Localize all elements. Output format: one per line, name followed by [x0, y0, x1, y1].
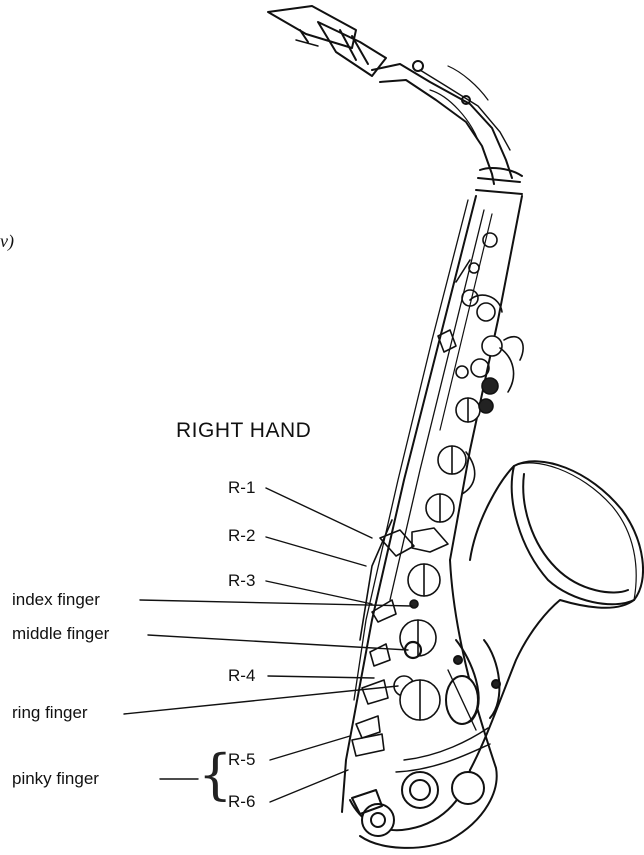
label-index-finger: index finger	[12, 591, 100, 608]
edge-mark-text: v)	[0, 232, 14, 250]
leader-index	[140, 600, 412, 606]
label-r1: R-1	[228, 479, 255, 496]
label-r2: R-2	[228, 527, 255, 544]
leader-middle	[148, 635, 408, 650]
label-r6: R-6	[228, 793, 255, 810]
label-pinky-finger: pinky finger	[12, 770, 99, 787]
leader-ring	[124, 686, 398, 714]
leader-r4	[268, 676, 374, 678]
leader-r6	[270, 770, 348, 802]
right-hand-heading: RIGHT HAND	[176, 420, 311, 441]
leader-r3	[266, 581, 372, 604]
leader-r5	[270, 736, 350, 760]
leader-r2	[266, 537, 366, 566]
label-middle-finger: middle finger	[12, 625, 109, 642]
label-r4: R-4	[228, 667, 255, 684]
label-r3: R-3	[228, 572, 255, 589]
label-ring-finger: ring finger	[12, 704, 88, 721]
leader-r1	[266, 488, 372, 538]
